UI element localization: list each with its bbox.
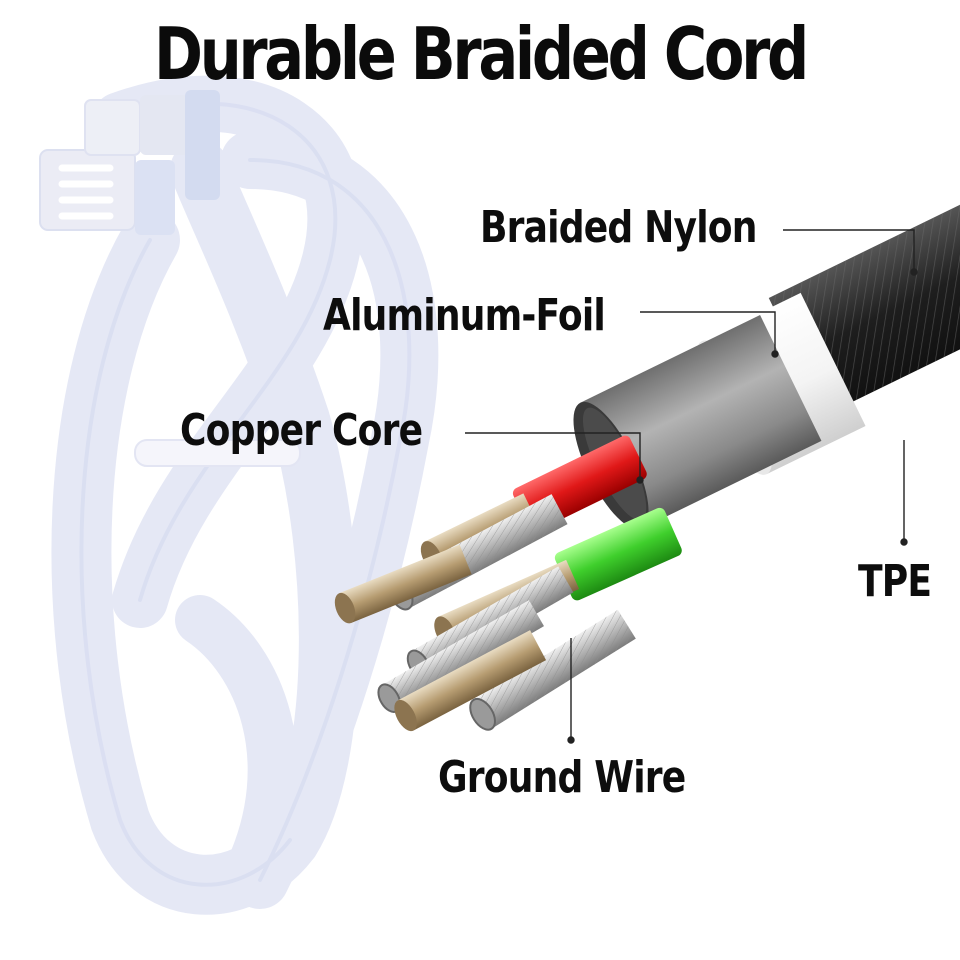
callout-lines [465,229,918,744]
ground-wire-dot [567,736,575,744]
copper-core-leader [465,432,641,478]
braided-nylon-label: Braided Nylon [480,202,757,253]
aluminum-foil-leader [640,311,776,352]
tpe-dot [900,538,908,546]
tpe-label: TPE [858,556,932,607]
ground-wire-label: Ground Wire [438,752,686,803]
aluminum-foil-dot [771,350,779,358]
background-cable-illustration [39,75,439,915]
copper-core-dot [636,476,644,484]
copper-core-label: Copper Core [180,405,423,456]
aluminum-foil-label: Aluminum-Foil [323,290,606,341]
page-title: Durable Braided Cord [153,12,809,96]
braided-nylon-dot [910,268,918,276]
cable-cross-section [334,197,960,732]
braided-nylon-leader [783,229,915,270]
